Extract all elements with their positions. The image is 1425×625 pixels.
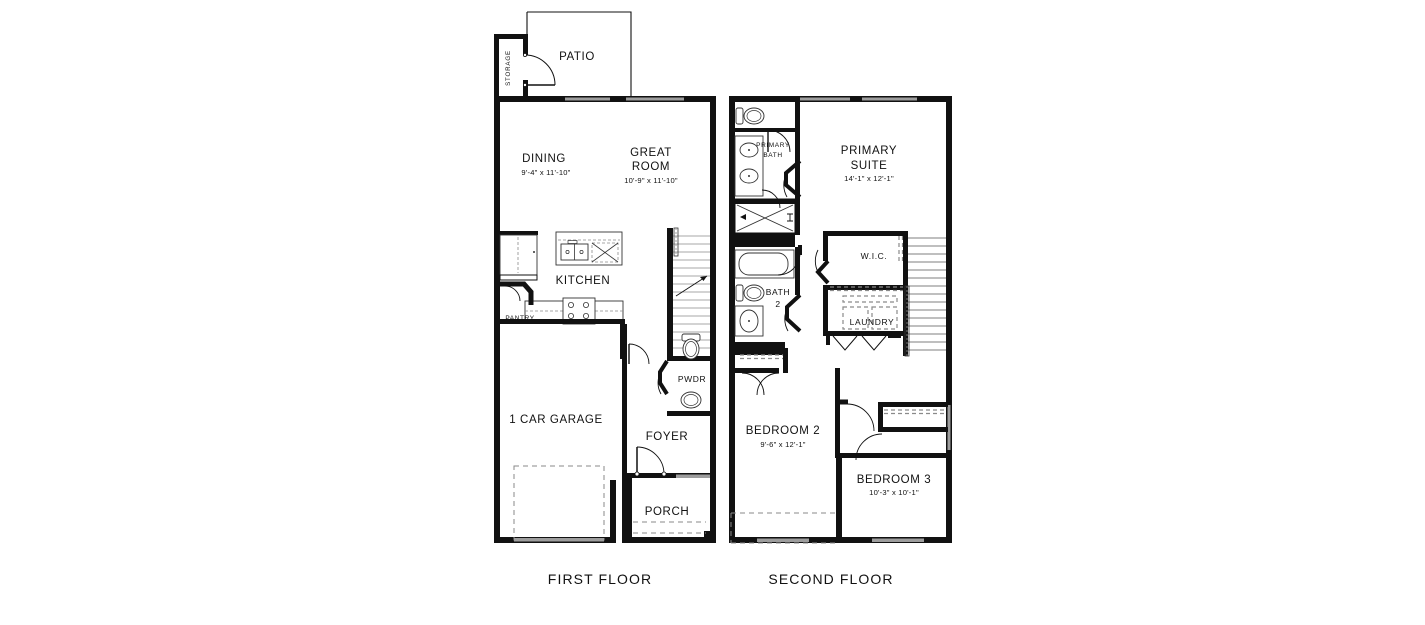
- storage-closet: [494, 34, 556, 101]
- room-label-storage: STORAGE: [505, 50, 512, 86]
- foyer-porch: [627, 446, 716, 543]
- room-dim-primary-suite: 14'-1" x 12'-1": [844, 174, 894, 183]
- kitchen-fixtures: [494, 231, 625, 359]
- room-label-primary-suite-line1: PRIMARY: [841, 145, 897, 157]
- room-label-bath2-line1: BATH: [766, 287, 790, 297]
- room-dim-dining: 9'-4" x 11'-10": [521, 168, 570, 177]
- room-label-bedroom3: BEDROOM 3: [857, 474, 931, 486]
- second-floor-title: SECOND FLOOR: [768, 571, 893, 587]
- room-label-pantry: PANTRY: [505, 315, 534, 322]
- room-label-great-room-line2: ROOM: [632, 161, 670, 173]
- walk-in-closet: [777, 231, 907, 292]
- first-floor-windows: [565, 97, 684, 101]
- room-label-pwdr: PWDR: [678, 374, 706, 384]
- room-label-porch: PORCH: [645, 506, 690, 518]
- primary-vanity-icon: [734, 135, 764, 197]
- laundry-room: [823, 290, 907, 351]
- second-floor-interior-walls: [729, 348, 948, 544]
- room-label-primary-bath-line2: BATH: [763, 152, 782, 159]
- room-label-great-room-line1: GREAT: [630, 147, 672, 159]
- room-label-foyer: FOYER: [646, 431, 689, 443]
- bath2-tub-icon: [734, 249, 795, 279]
- kitchen-island: [555, 231, 623, 266]
- powder-toilet-icon: [681, 333, 701, 360]
- room-label-primary-suite-line2: SUITE: [851, 160, 888, 172]
- garage-area: [513, 324, 650, 543]
- first-floor-title: FIRST FLOOR: [548, 571, 652, 587]
- second-floor-plan: PRIMARY BATH: [729, 96, 952, 587]
- powder-room: [657, 333, 716, 416]
- room-label-patio: PATIO: [559, 51, 595, 63]
- powder-sink-icon: [680, 391, 702, 409]
- room-label-garage: 1 CAR GARAGE: [509, 414, 602, 426]
- room-label-kitchen: KITCHEN: [556, 275, 611, 287]
- room-label-bedroom2: BEDROOM 2: [746, 425, 820, 437]
- primary-bath: [729, 102, 802, 247]
- bath2-vanity-icon: [734, 305, 764, 337]
- first-floor-plan: DINING 9'-4" x 11'-10" GREAT ROOM 10'-9"…: [494, 11, 716, 587]
- room-label-wic: W.I.C.: [861, 251, 888, 261]
- room-dim-great-room: 10'-9" x 11'-10": [624, 176, 678, 185]
- refrigerator-icon: [499, 234, 538, 276]
- room-label-laundry: LAUNDRY: [850, 317, 895, 327]
- second-floor-stairs: [903, 231, 946, 357]
- room-dim-bedroom2: 9'-6" x 12'-1": [760, 440, 805, 449]
- bath2-toilet-icon: [735, 284, 765, 302]
- primary-toilet-icon: [735, 107, 765, 125]
- primary-shower-icon: [734, 198, 796, 234]
- room-label-primary-bath-line1: PRIMARY: [756, 142, 790, 149]
- room-label-dining: DINING: [522, 153, 566, 165]
- room-label-bath2-line2: 2: [775, 299, 780, 309]
- room-dim-bedroom3: 10'-3" x 10'-1": [869, 488, 919, 497]
- second-floor-windows: [757, 97, 951, 542]
